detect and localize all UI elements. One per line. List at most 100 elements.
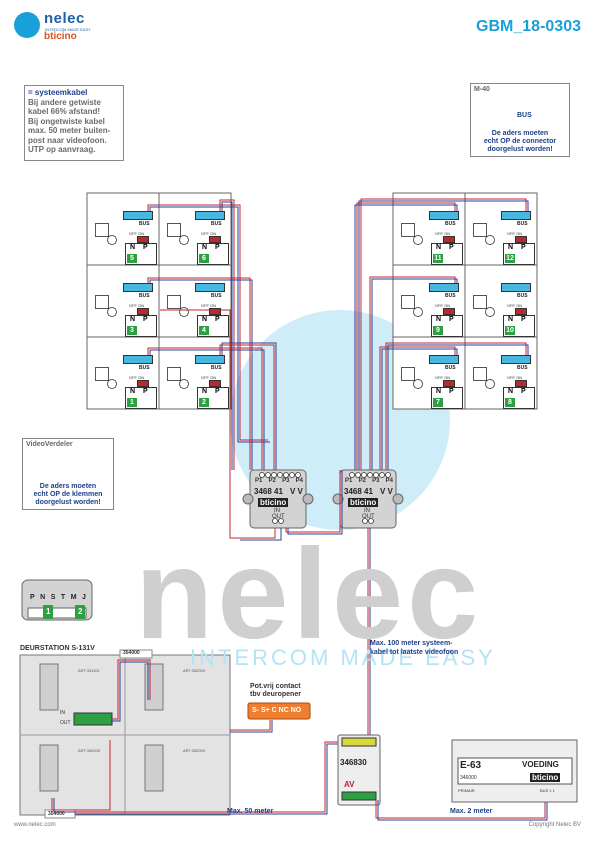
address-number-badge: 3 [127,326,137,335]
psu-bus-label: BUS 1 1 [540,788,555,793]
right-port-p3: P3 [372,478,380,484]
push-button-icon [485,235,495,245]
videoverdeler-note-line-3: doorgelust worden! [35,499,101,506]
off-on-switch-icon [137,236,149,243]
brand-logo-icon [14,12,40,38]
psu-primary-label: PRIMAIR [458,788,475,793]
bus-label: BUS [211,365,222,371]
left-distributor-ports: P1 P2 P3 P4 [255,478,303,484]
push-button-icon [413,379,423,389]
p-label: P [215,244,220,251]
left-distributor-vv: V V [290,487,303,496]
right-port-p1: P1 [345,478,353,484]
left-distributor-out: OUT [272,514,285,520]
monitor-icon [401,295,415,309]
monitor-icon [95,367,109,381]
relay-contact-block [247,702,311,720]
brand-tagline: INTERCOM MADE EASY [45,27,91,32]
max-system-cable-note: Max. 100 meter systeem- kabel tot laatst… [370,639,458,657]
bus-label: BUS [517,365,528,371]
right-riser-cables [354,198,529,470]
left-riser-cables [147,199,277,470]
psu-label: VOEDING [522,760,559,769]
off-on-label: OFF ON [507,231,523,236]
terminal-slot-1: 1 [46,607,51,616]
off-on-switch-icon [443,308,455,315]
n-label: N [436,316,442,323]
push-button-icon [413,307,423,317]
bus-label: BUS [445,365,456,371]
right-distributor-in: IN [364,508,370,514]
monitor-icon [167,295,181,309]
monitor-icon [401,223,415,237]
off-on-label: OFF ON [201,303,217,308]
m40-title: M-40 [474,86,490,93]
push-button-icon [485,307,495,317]
push-button-icon [179,307,189,317]
p-label: P [143,244,148,251]
n-label: N [508,388,514,395]
monitor-icon [95,295,109,309]
bus-label: BUS [517,293,528,299]
relay-caption-line-1: Pot.vrij contact [250,683,301,690]
footer-website[interactable]: www.nelec.com [14,822,56,828]
bus-connector-icon [195,283,225,292]
terminal-slot-2: 2 [78,607,83,616]
p-label: P [521,316,526,323]
door-station-model-aux-3: ART.352000 [183,748,205,753]
p-label: P [449,316,454,323]
right-distributor-ports: P1 P2 P3 P4 [345,478,393,484]
distance-interface-to-psu: Max. 2 meter [450,808,493,815]
bus-label: BUS [445,221,456,227]
m40-bus-label: BUS [517,112,532,119]
p-label: P [521,388,526,395]
monitor-icon [473,367,487,381]
p-label: P [449,388,454,395]
legend-line-4: max. 50 meter buiten- [28,126,111,135]
off-on-label: OFF ON [129,303,145,308]
footer-copyright: Copyright Nelec BV [528,822,581,828]
bus-label: BUS [211,293,222,299]
left-port-p3: P3 [282,478,290,484]
relay-contact-terminals: S- S+ C NC NO [252,707,302,714]
n-label: N [508,316,514,323]
push-button-icon [107,307,117,317]
monitor-icon [167,367,181,381]
n-label: N [130,316,136,323]
watermark-tagline: INTERCOM MADE EASY [190,645,496,670]
n-label: N [130,244,136,251]
watermark-brand: nelec [135,523,483,666]
bus-connector-icon [501,355,531,364]
push-button-icon [107,379,117,389]
off-on-switch-icon [443,236,455,243]
address-number-badge: 8 [505,398,515,407]
bus-connector-icon [429,355,459,364]
interface-to-psu-cables [375,800,548,821]
legend-line-2: kabel 66% afstand! [28,107,101,116]
relay-caption-line-2: tbv deuropener [250,691,301,698]
terminal-strip-labels: P N S T M J [30,594,86,601]
legend-line-3: Bij ongetwiste kabel [28,116,105,126]
address-number-badge: 11 [433,254,443,263]
off-on-switch-icon [137,308,149,315]
terminal-label-m: M [70,594,77,601]
monitor-icon [473,223,487,237]
right-port-p2: P2 [358,478,366,484]
bus-label: BUS [139,221,150,227]
terminal-label-p: P [30,594,35,601]
legend-box: = systeemkabel Bij andere getwiste kabel… [24,85,124,161]
door-station-model-aux-1: ART.352000 [183,668,205,673]
off-on-switch-icon [515,236,527,243]
m40-box: M-40 BUS De aders moeten echt OP de conn… [470,83,570,157]
address-number-badge: 4 [199,326,209,335]
bus-label: BUS [445,293,456,299]
off-on-label: OFF ON [129,231,145,236]
left-port-p2: P2 [268,478,276,484]
off-on-label: OFF ON [201,375,217,380]
push-button-icon [413,235,423,245]
